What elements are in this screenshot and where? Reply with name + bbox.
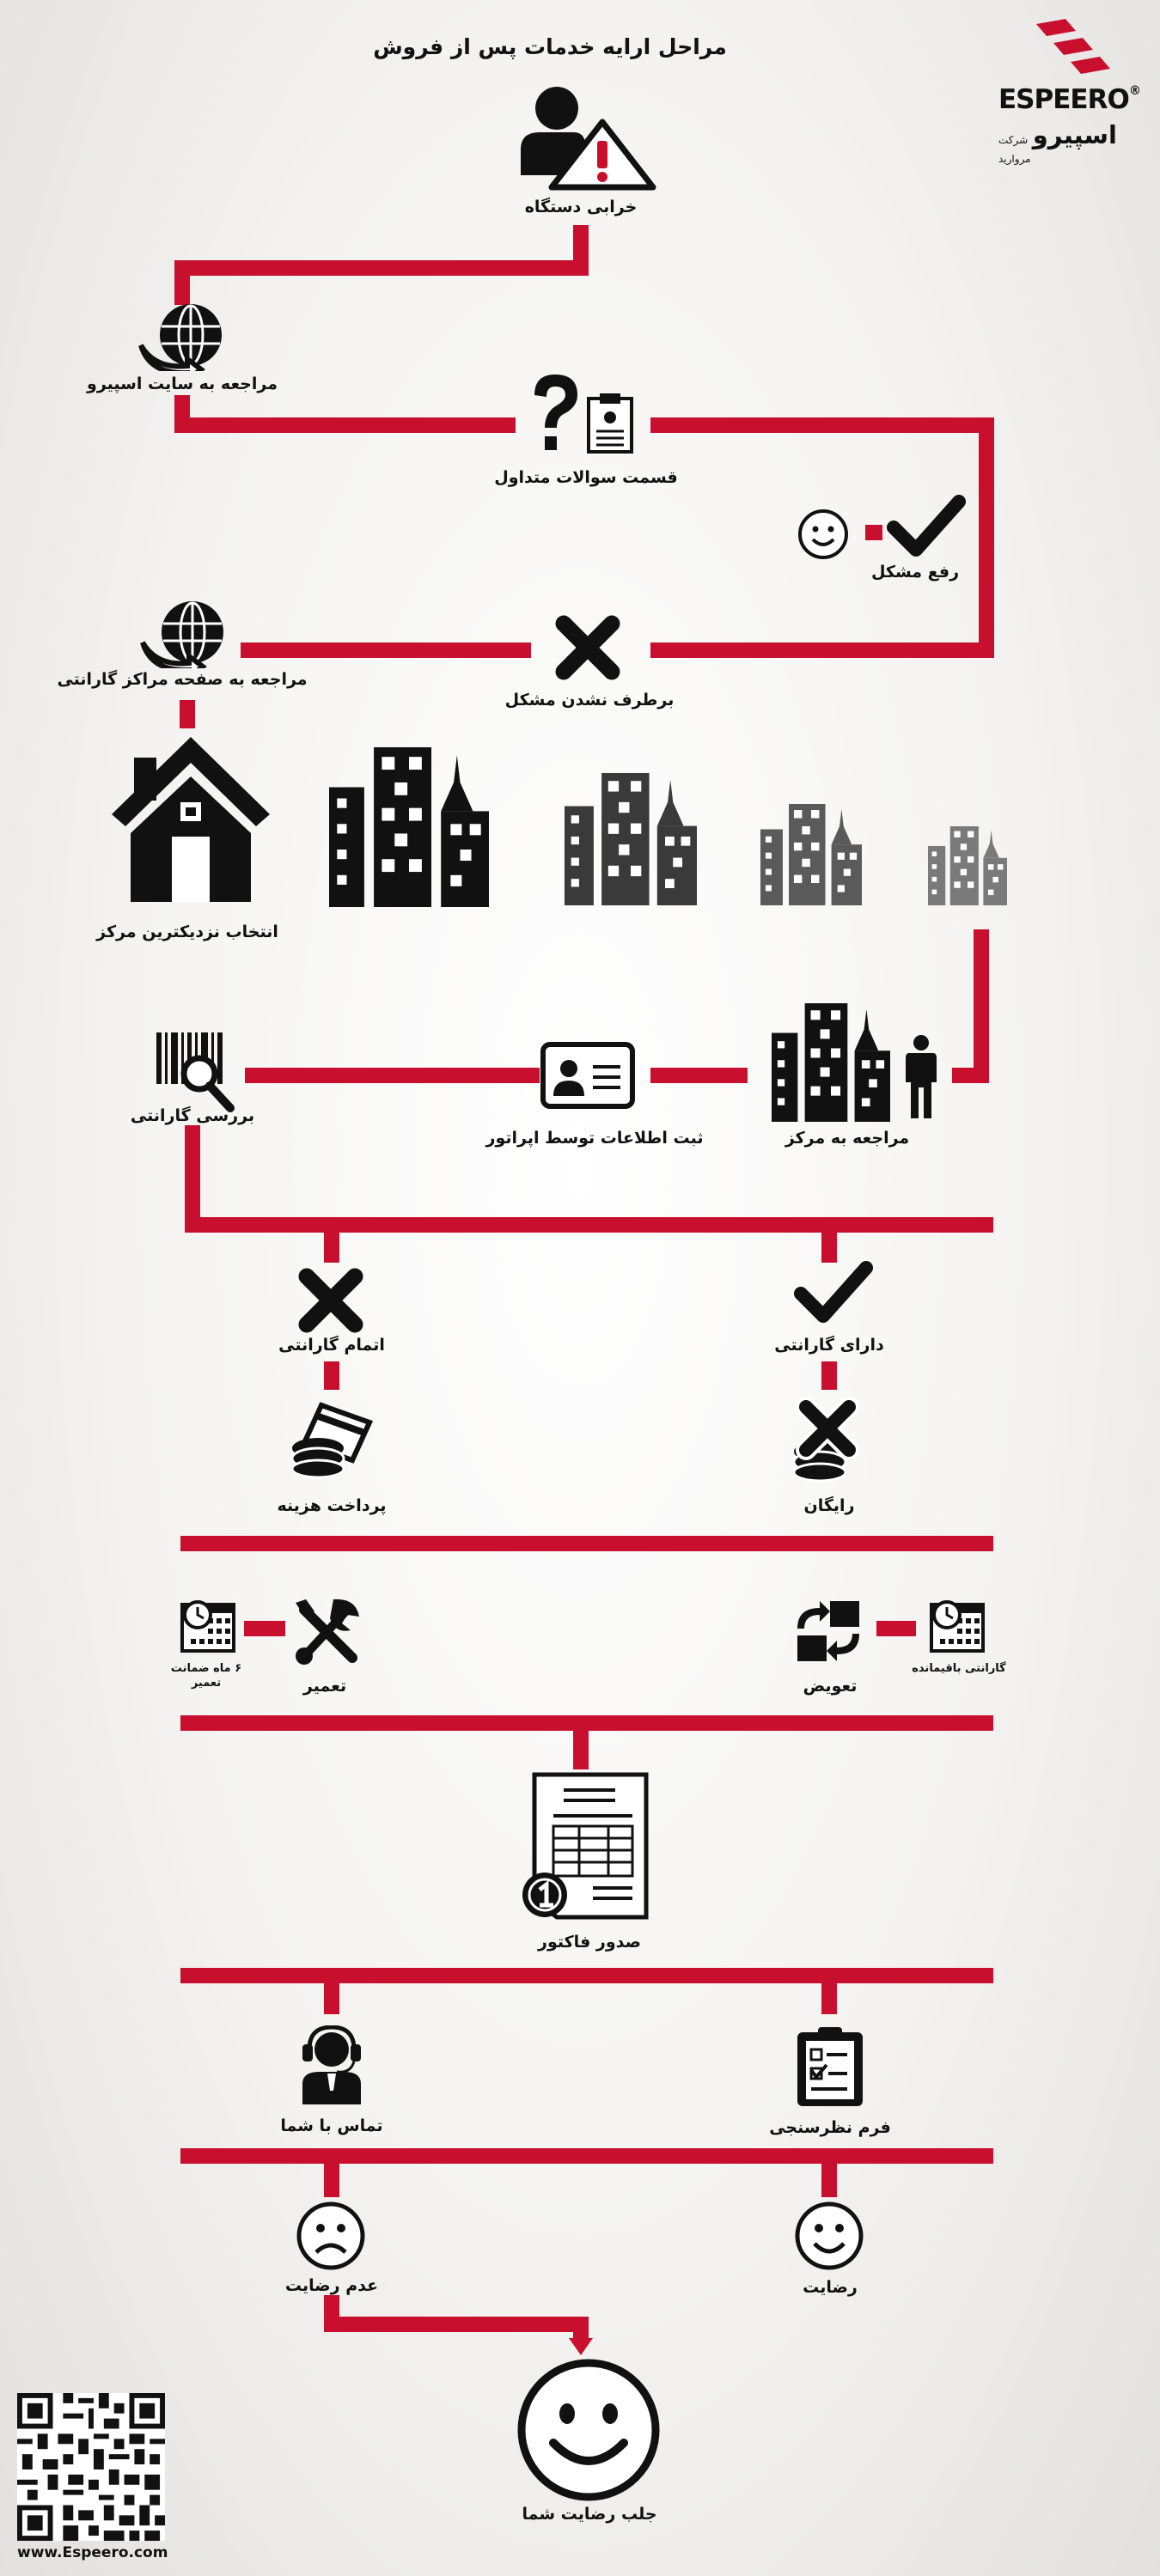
house-icon [112,737,270,902]
label-dissatisfaction: عدم رضایت [284,2276,379,2295]
check-icon [887,495,966,557]
connector-check-to-branch [185,1125,993,1233]
page-title: مراحل ارایه خدمات پس از فروش [373,34,727,59]
sad-face-icon [296,2201,365,2270]
label-pay-cost: پرداخت هزینه [277,1496,387,1515]
label-operator-registration: ثبت اطلاعات توسط اپراتور [485,1129,704,1148]
label-repair: تعمیر [302,1677,347,1696]
connector-sad-to-final [324,2295,589,2341]
buildings-icon [928,826,1007,905]
footer-url[interactable]: www.Espeero.com [17,2544,168,2561]
calendar-icon [930,1600,985,1653]
person-standing-icon [906,1035,937,1118]
id-card-icon [540,1042,635,1109]
x-icon [298,1268,363,1333]
label-faq: قسمت سوالات متداول [494,468,678,487]
qr-code-icon [17,2393,165,2541]
label-choose-nearest-center: انتخاب نزدیکترین مرکز [96,923,278,941]
card-coins-icon [290,1402,373,1479]
x-icon [555,615,620,680]
clipboard-icon [587,393,633,454]
smiley-icon [798,509,848,559]
card-coins-icon [792,1397,859,1483]
happy-face-icon [795,2201,864,2270]
swap-icon [797,1601,859,1661]
label-remaining-warranty: گارانتی باقیمانده [912,1662,1006,1675]
buildings-icon [760,804,862,905]
label-replacement: تعویض [803,1677,858,1696]
label-call-you: تماس با شما [280,2116,383,2135]
happy-face-icon [517,2359,660,2501]
arrowhead-final [569,2338,593,2355]
label-problem-solved: رفع مشکل [870,563,960,582]
espeero-logo-mark [1036,19,1110,74]
label-visit-center: مراجعه به مرکز [785,1129,910,1148]
label-warranty-expired: اتمام گارانتی [278,1336,385,1355]
connector-buildings-to-center [952,929,989,1083]
label-satisfaction: رضایت [803,2278,858,2297]
invoice-icon [522,1772,649,1920]
label-device-failure: خرابی دستگاه [524,198,638,216]
label-repair-warranty: ۶ ماه ضمانت تعمیر [170,1662,242,1690]
label-final: جلب رضایت شما [522,2505,657,2524]
survey-clipboard-icon [797,2027,863,2106]
label-problem-not-solved: برطرف نشدن مشکل [504,691,675,709]
label-survey-form: فرم نظرسنجی [769,2118,891,2137]
connector-failure-to-site [174,225,589,305]
barcode-search-icon [156,1032,235,1112]
check-icon [794,1261,873,1323]
label-free: رایگان [803,1496,855,1515]
question-icon [534,375,577,450]
connector-site-to-faq [174,395,516,433]
label-warranty-check: بررسی گارانتی [130,1106,255,1125]
tools-icon [296,1599,359,1665]
headset-person-icon [302,2025,361,2104]
calendar-icon [180,1600,235,1653]
label-visit-site: مراجعه به سایت اسپیرو [87,375,278,393]
buildings-icon [329,747,489,907]
buildings-icon [565,773,697,905]
globe-icon [140,601,223,668]
warning-icon [548,119,656,191]
label-warranty-centers-page: مراجعه به صفحه مراکز گارانتی [57,670,308,689]
label-has-warranty: دارای گارانتی [774,1336,884,1355]
globe-icon [138,304,222,371]
brand-persian: اسپیرو شرکت مروارید [998,120,1117,165]
label-invoice: صدور فاکتور [538,1933,641,1952]
brand-name: ESPEERO® [998,84,1141,115]
buildings-icon [772,1003,890,1122]
